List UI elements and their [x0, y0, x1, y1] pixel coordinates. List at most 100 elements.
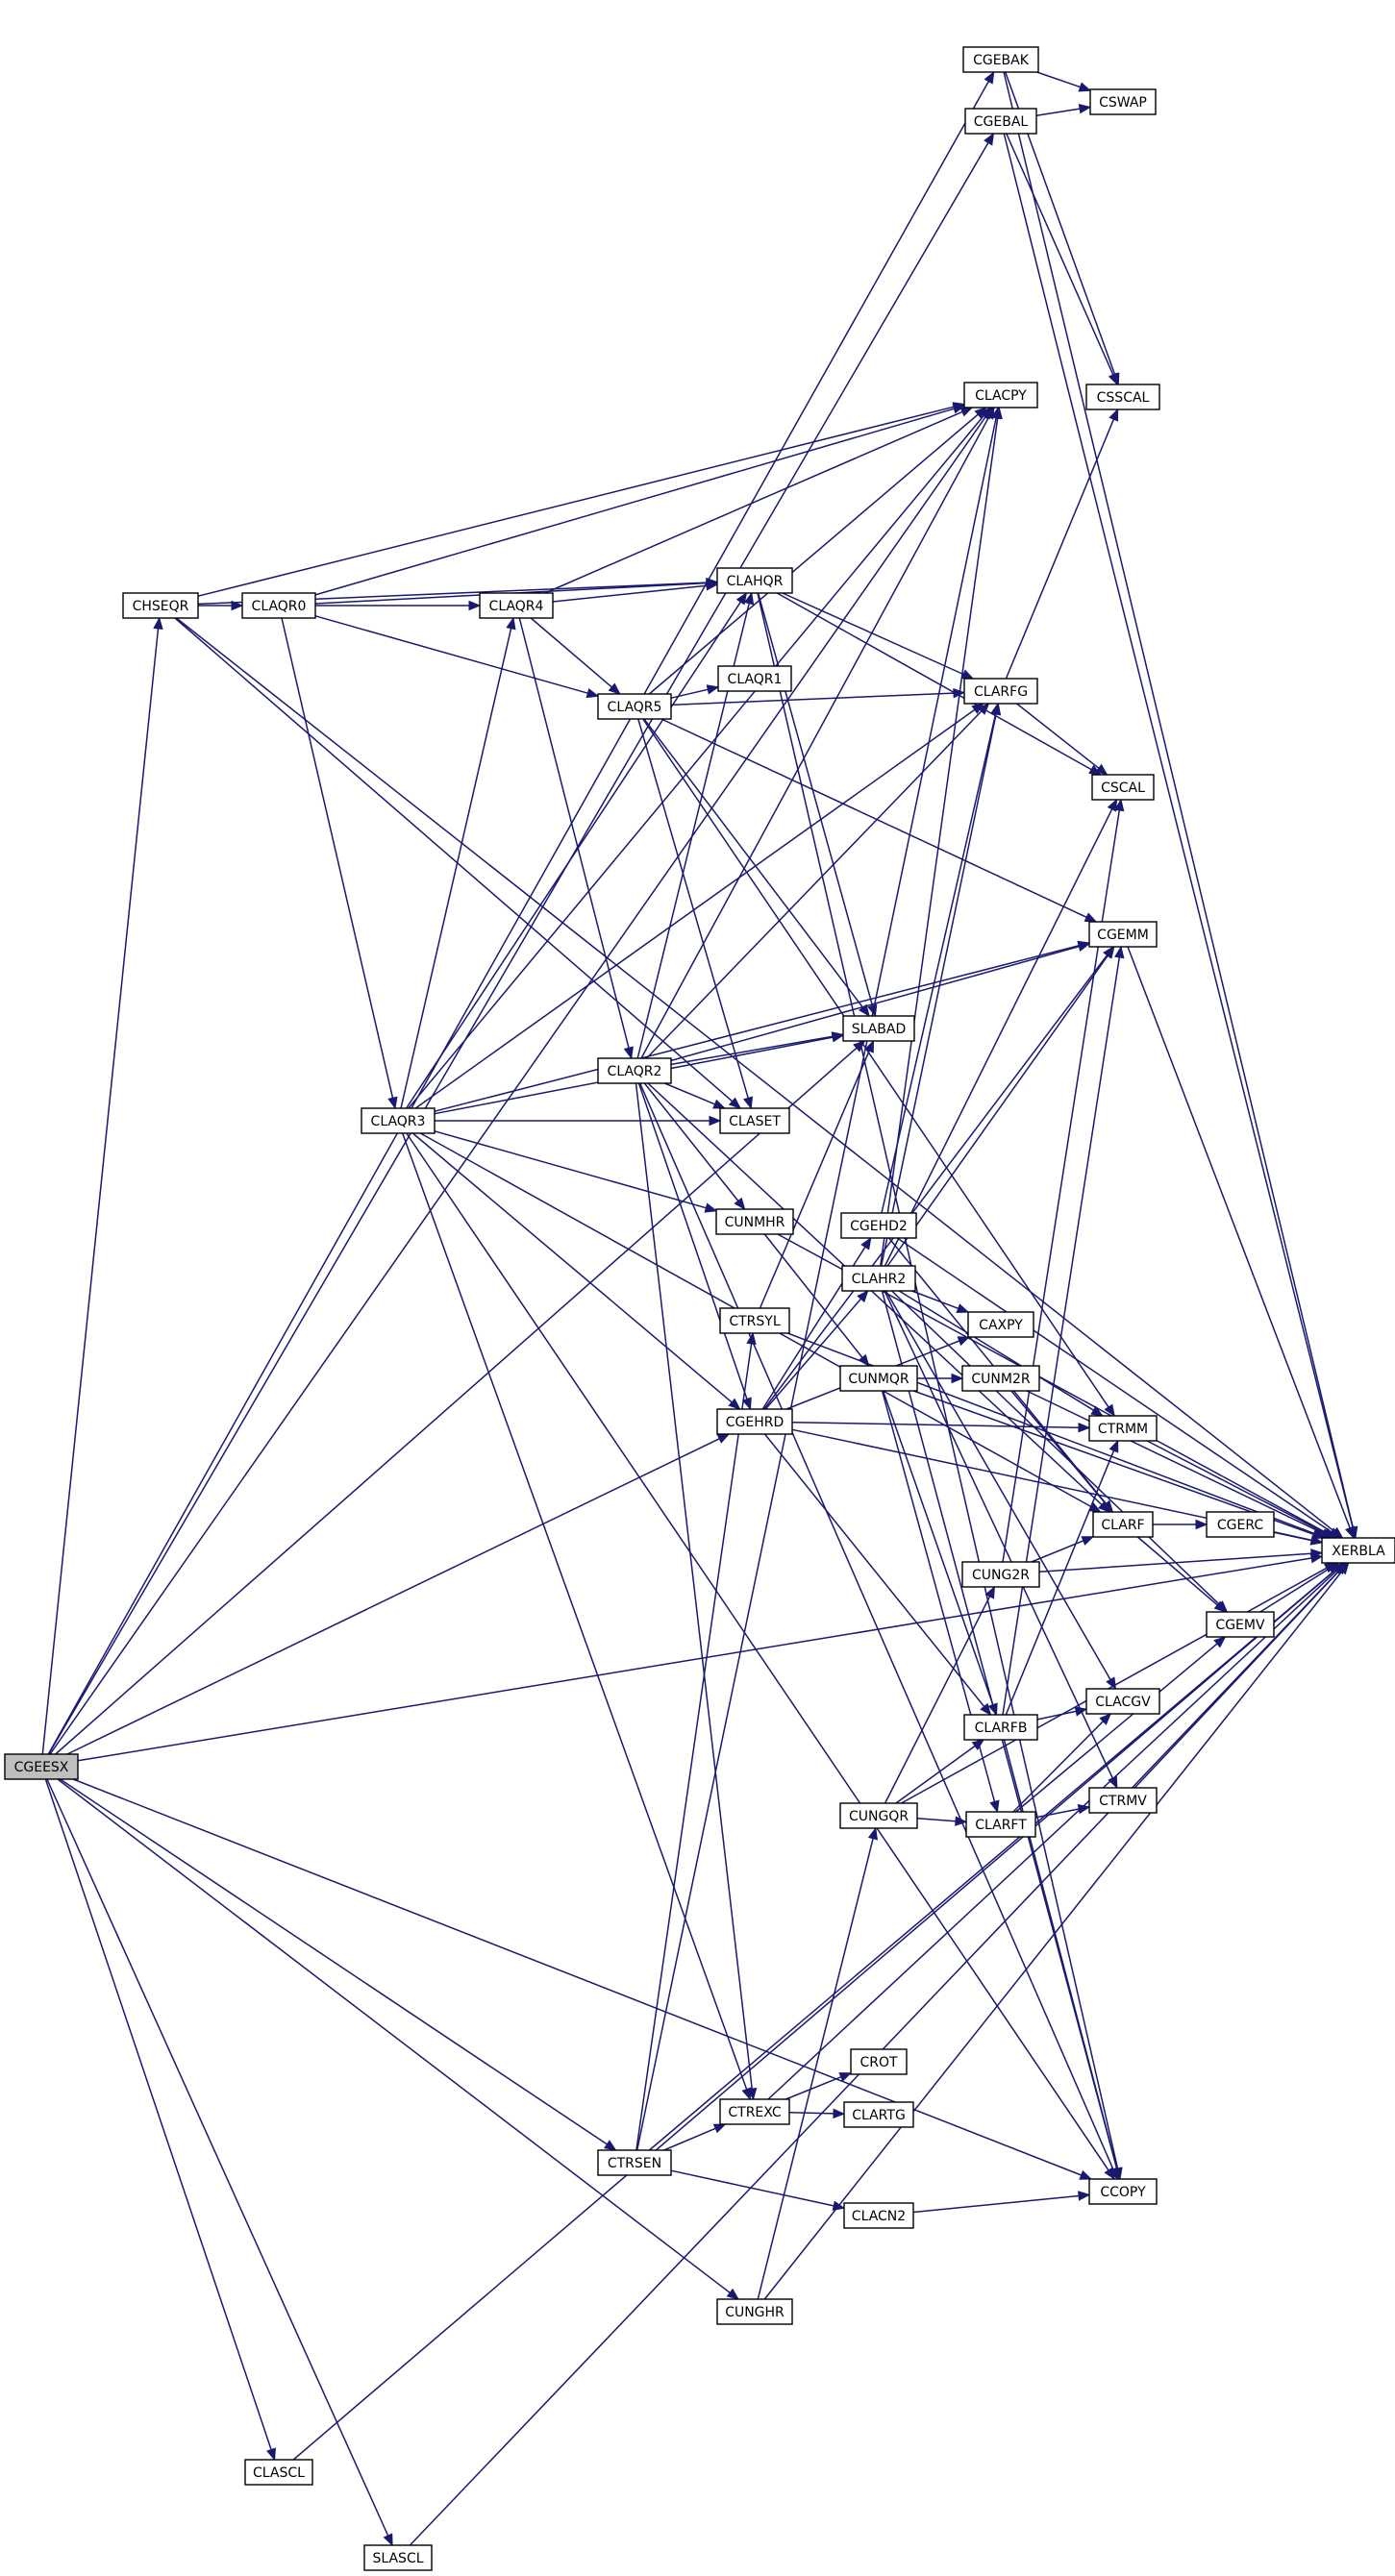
edge-claqr3-to-cgemm [434, 940, 1091, 1112]
edge-ctrexc-to-xerbla [767, 1562, 1346, 2100]
edge-cung2r-to-cscal [1002, 798, 1125, 1563]
node-ctrmm[interactable]: CTRMM [1088, 1415, 1158, 1442]
node-chseqr[interactable]: CHSEQR [122, 592, 199, 619]
node-cunghr[interactable]: CUNGHR [716, 2298, 793, 2325]
edge-claqr2-to-slabad [670, 1031, 845, 1066]
node-label: CTRMM [1098, 1422, 1148, 1437]
node-box [122, 592, 199, 619]
node-cscal[interactable]: CSCAL [1091, 774, 1155, 801]
node-label: CTRSEN [608, 2156, 661, 2171]
edge-cgehrd-to-ctrmm [791, 1421, 1091, 1433]
node-clahqr[interactable]: CLAHQR [716, 567, 793, 594]
node-slabad[interactable]: SLABAD [842, 1015, 915, 1042]
node-claset[interactable]: CLASET [719, 1107, 790, 1134]
edge-clacn2-to-ccopy [912, 2191, 1091, 2214]
node-claqr5[interactable]: CLAQR5 [597, 693, 672, 720]
edge-claqr3-to-ccopy [406, 1132, 1115, 2181]
node-cgemm[interactable]: CGEMM [1088, 921, 1158, 948]
node-box [717, 665, 792, 692]
edge-clarfg-to-csscal [1005, 408, 1119, 680]
node-box [1085, 384, 1160, 410]
node-clacpy[interactable]: CLACPY [963, 382, 1038, 409]
edge-cgebal-to-xerbla [1003, 133, 1358, 1540]
node-claqr0[interactable]: CLAQR0 [241, 592, 316, 619]
node-clacgv[interactable]: CLACGV [1085, 1688, 1160, 1715]
node-label: CLAQR4 [489, 599, 544, 614]
node-cgemv[interactable]: CGEMV [1206, 1611, 1275, 1638]
node-claqr4[interactable]: CLAQR4 [479, 592, 554, 619]
node-ctrmv[interactable]: CTRMV [1088, 1787, 1158, 1814]
node-xerbla[interactable]: XERBLA [1321, 1537, 1395, 1564]
node-box [1088, 1787, 1158, 1814]
edge-clarfg-to-cscal [1016, 703, 1109, 776]
node-cgehd2[interactable]: CGEHD2 [840, 1212, 917, 1239]
edge-claqr2-to-claset [664, 1082, 727, 1109]
node-box [716, 1408, 793, 1435]
node-label: CGEBAL [974, 114, 1029, 130]
edge-claqr0-to-claqr5 [314, 615, 600, 699]
node-claqr2[interactable]: CLAQR2 [597, 1057, 672, 1084]
edge-clarf-to-cgemv [1136, 1536, 1227, 1613]
edge-cung2r-to-clarf [1031, 1536, 1095, 1563]
node-box [597, 693, 672, 720]
node-cgebak[interactable]: CGEBAK [962, 46, 1039, 73]
node-clarf[interactable]: CLARF [1092, 1511, 1154, 1538]
node-box [716, 567, 793, 594]
node-label: CUNM2R [971, 1372, 1030, 1387]
edge-cung2r-to-xerbla [1038, 1548, 1324, 1573]
node-claqr3[interactable]: CLAQR3 [361, 1107, 436, 1134]
edge-claqr0-to-claqr4 [315, 600, 482, 611]
edge-cgeesx-to-chseqr [41, 616, 163, 1755]
edge-ctrexc-to-clartg [788, 2108, 846, 2119]
edge-cunghr-to-cungqr [757, 1826, 878, 2300]
node-label: CGERC [1217, 1518, 1264, 1533]
node-clartg[interactable]: CLARTG [843, 2101, 914, 2128]
node-slascl[interactable]: SLASCL [363, 2544, 433, 2571]
node-label: CSWAP [1099, 95, 1147, 111]
edge-clarf-to-cgerc [1153, 1519, 1208, 1530]
node-clahr2[interactable]: CLAHR2 [841, 1265, 916, 1292]
node-box [1088, 921, 1158, 948]
node-ctrsyl[interactable]: CTRSYL [719, 1307, 790, 1334]
node-ctrsen[interactable]: CTRSEN [597, 2149, 672, 2176]
node-cgerc[interactable]: CGERC [1206, 1511, 1275, 1538]
node-label: CLARFT [975, 1818, 1027, 1833]
edge-cgebak-to-xerbla [1003, 71, 1358, 1540]
node-csscal[interactable]: CSSCAL [1085, 384, 1160, 410]
node-cgehrd[interactable]: CGEHRD [716, 1408, 793, 1435]
node-cung2r[interactable]: CUNG2R [961, 1561, 1040, 1588]
node-crot[interactable]: CROT [850, 2048, 908, 2075]
node-box [850, 2048, 908, 2075]
edge-cunmqr-to-cunm2r [917, 1373, 964, 1384]
node-label: CHSEQR [133, 599, 189, 614]
edge-claqr5-to-clacpy [648, 407, 987, 695]
node-cunm2r[interactable]: CUNM2R [961, 1365, 1040, 1392]
node-clascl[interactable]: CLASCL [244, 2459, 313, 2486]
edge-clarfb-to-ctrmm [1005, 1439, 1119, 1716]
edge-cgeesx-to-cgebak [47, 70, 995, 1755]
node-clarft[interactable]: CLARFT [965, 1811, 1036, 1838]
node-ctrexc[interactable]: CTREXC [719, 2098, 790, 2125]
node-label: CGEMM [1097, 928, 1149, 943]
node-box [1206, 1611, 1275, 1638]
node-cungqr[interactable]: CUNGQR [839, 1802, 918, 1829]
node-claqr1[interactable]: CLAQR1 [717, 665, 792, 692]
node-label: CCOPY [1100, 2185, 1146, 2200]
edge-clahr2-to-ctrmm [898, 1290, 1104, 1417]
edge-clascl-to-xerbla [292, 1562, 1345, 2461]
node-cgeesx[interactable]: CGEESX [4, 1753, 79, 1780]
edge-ctrsen-to-clacn2 [670, 2169, 846, 2211]
node-cunmhr[interactable]: CUNMHR [715, 1208, 794, 1235]
node-cunmqr[interactable]: CUNMQR [839, 1365, 918, 1392]
edge-clahqr-to-cscal [776, 592, 1102, 776]
node-clarfb[interactable]: CLARFB [963, 1714, 1038, 1741]
node-ccopy[interactable]: CCOPY [1088, 2178, 1158, 2205]
node-cswap[interactable]: CSWAP [1089, 88, 1157, 115]
edge-chseqr-to-claqr0 [198, 600, 244, 611]
node-cgebal[interactable]: CGEBAL [964, 108, 1037, 135]
node-clarfg[interactable]: CLARFG [963, 678, 1038, 705]
node-caxpy[interactable]: CAXPY [967, 1311, 1034, 1338]
node-clacn2[interactable]: CLACN2 [843, 2202, 914, 2229]
edge-clarft-to-ctrmv [1034, 1803, 1091, 1819]
